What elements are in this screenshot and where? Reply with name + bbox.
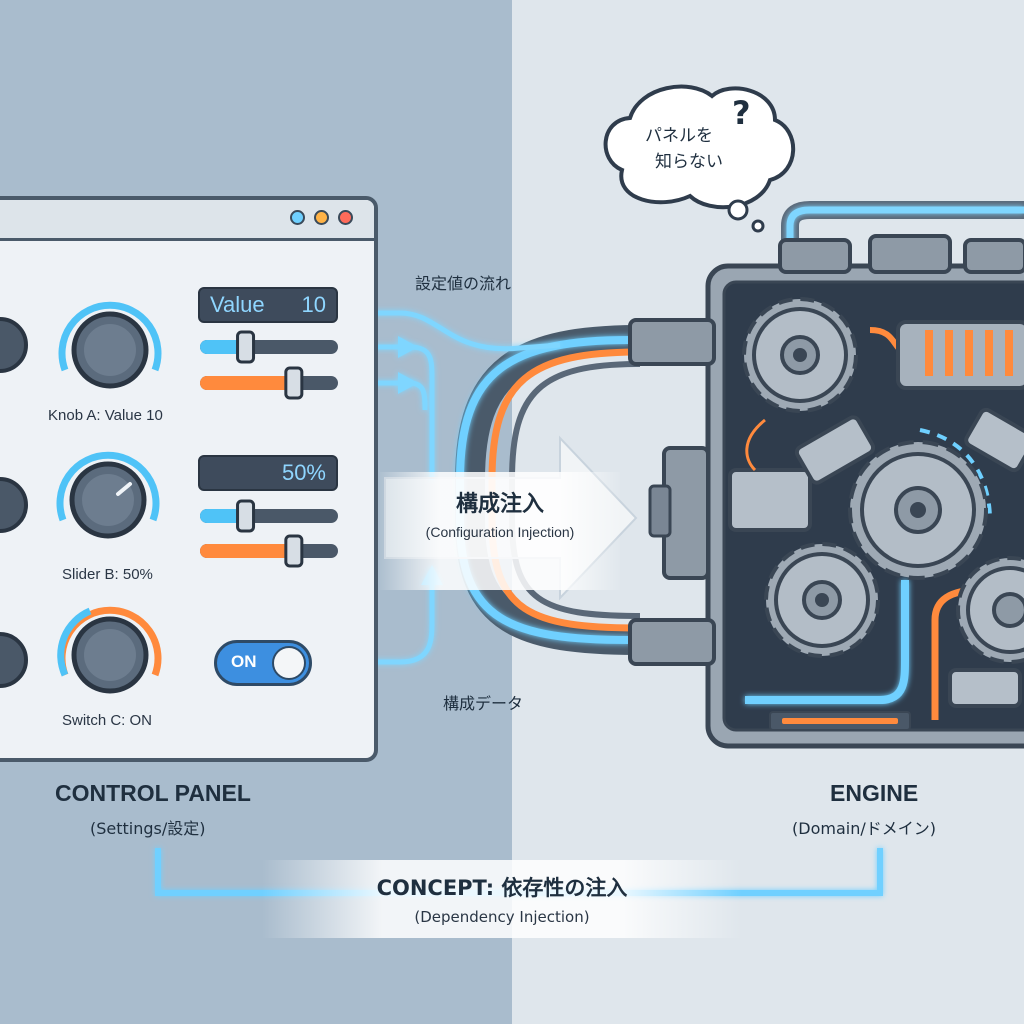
gear-icon [848,440,988,580]
concept-subtitle: (Dependency Injection) [414,908,590,926]
slider-handle[interactable] [236,330,256,364]
concept-title: CONCEPT: 依存性の注入 [376,876,628,900]
slider-fill [200,509,246,523]
slider-fill [200,340,246,354]
concept-label-box: CONCEPT: 依存性の注入 (Dependency Injection) [262,860,742,938]
knob-b [56,451,160,539]
slider-b-label: Slider B: 50% [62,566,153,583]
engine-title: ENGINE [830,780,919,806]
injection-title: 構成注入 [455,492,544,517]
thought-bubble [603,84,796,233]
panel-subtitle: (Settings/設定) [90,819,206,838]
switch-c-label: Switch C: ON [62,712,153,729]
window-button-red[interactable] [338,210,353,225]
config-data-label: 構成データ [443,694,524,713]
value-display: Value 10 [198,287,338,323]
knob-a-label: Knob A: Value 10 [48,407,163,424]
gear-icon [956,556,1024,664]
toggle-thumb[interactable] [272,646,306,680]
slider-fill [200,376,294,390]
knob-c [57,606,162,694]
window-button-blue[interactable] [290,210,305,225]
knob-icon [0,477,28,533]
knob-icon [0,317,28,373]
injection-label-box: 構成注入 (Configuration Injection) [380,472,620,590]
slider-2[interactable] [200,366,338,400]
settings-flow-label: 設定値の流れ [415,274,512,293]
slider-3[interactable] [200,499,338,533]
thought-line-1: パネルを [645,126,713,146]
slider-handle[interactable] [284,534,304,568]
slider-1[interactable] [200,330,338,364]
gear-icon [764,542,880,658]
window-button-orange[interactable] [314,210,329,225]
engine-subtitle: (Domain/ドメイン) [792,819,936,838]
percent-display: 50% [198,455,338,491]
gear-icon [742,297,858,413]
slider-fill [200,544,294,558]
slider-handle[interactable] [284,366,304,400]
value-display-label: Value [210,292,265,317]
window-titlebar [0,200,374,241]
panel-title: CONTROL PANEL [55,780,251,806]
slider-4[interactable] [200,534,338,568]
slider-handle[interactable] [236,499,256,533]
slider-layer [200,330,338,568]
switch-toggle[interactable]: ON [214,640,312,686]
toggle-label: ON [231,652,257,671]
knob-a [58,301,162,389]
injection-subtitle: (Configuration Injection) [425,524,575,540]
thought-line-2: 知らない [655,152,723,172]
value-display-number: 10 [301,292,326,317]
question-mark-icon: ? [732,94,751,132]
knob-icon [0,632,28,688]
